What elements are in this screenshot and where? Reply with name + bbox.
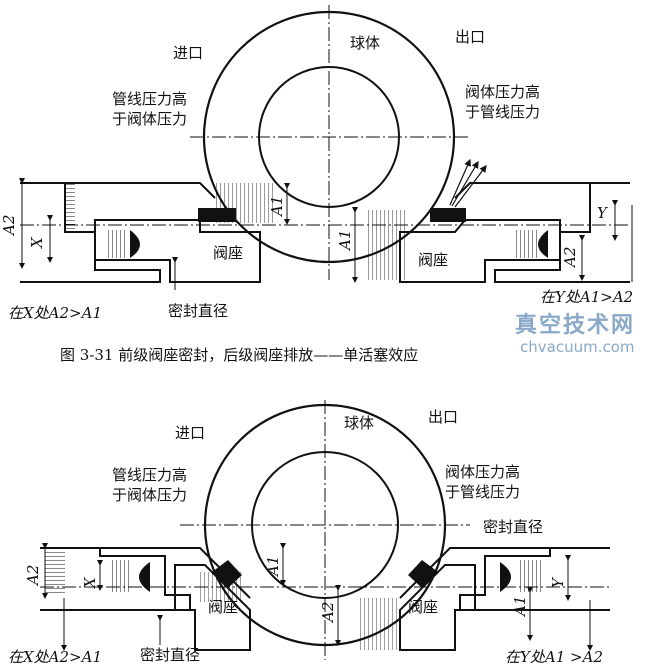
bottom-dim-y: Y (549, 576, 567, 588)
bottom-right-pressure-2: 于管线压力 (445, 483, 520, 501)
top-dim-a2-left: A2 (0, 215, 18, 237)
bottom-cond-left: 在X处A2>A1 (8, 648, 102, 666)
top-right-seat (399, 219, 561, 283)
bottom-dim-a1-right: A1 (511, 596, 529, 618)
top-left-pressure-2: 于阀体压力 (112, 110, 187, 128)
top-dim-x: X (28, 236, 46, 249)
bottom-ball-label: 球体 (344, 414, 374, 432)
bottom-right-pressure-1: 阀体压力高 (445, 463, 520, 481)
top-dim-a2-right: A2 (561, 247, 579, 269)
bottom-dim-a2-center: A2 (319, 602, 337, 624)
top-seat-left-label: 阀座 (213, 244, 243, 262)
top-seat-right-label: 阀座 (418, 251, 448, 269)
top-figure: 球体 进口 出口 管线压力高 于阀体压力 阀体压力高 于管线压力 阀座 阀座 密… (0, 5, 633, 322)
top-dim-a1-center: A1 (268, 196, 286, 218)
bottom-seal-diameter-right: 密封直径 (483, 518, 543, 536)
bottom-left-pressure-1: 管线压力高 (112, 466, 187, 484)
bottom-inlet-label: 进口 (175, 424, 205, 442)
top-cond-left: 在X处A2>A1 (8, 304, 102, 322)
top-dim-y: Y (597, 204, 609, 222)
bottom-seal-diameter-left: 密封直径 (140, 646, 200, 664)
figure-caption: 图 3-31 前级阀座密封，后级阀座排放——单活塞效应 (60, 346, 418, 364)
bottom-seat-left-label: 阀座 (208, 598, 238, 616)
top-left-seat (94, 219, 261, 283)
bottom-figure: 球体 进口 出口 管线压力高 于阀体压力 阀体压力高 于管线压力 阀座 阀座 密… (8, 400, 610, 666)
bottom-dim-a2-left: A2 (24, 565, 42, 587)
watermark-title: 真空技术网 (515, 312, 635, 338)
top-right-pressure-1: 阀体压力高 (465, 83, 540, 101)
bottom-left-pressure-2: 于阀体压力 (112, 486, 187, 504)
top-dim-a1-right: A1 (336, 230, 354, 252)
top-right-pressure-2: 于管线压力 (465, 103, 540, 121)
top-right-body (454, 182, 630, 283)
top-inlet-label: 进口 (173, 44, 203, 62)
top-outlet-label: 出口 (455, 28, 485, 46)
bottom-outlet-label: 出口 (428, 408, 458, 426)
bottom-dim-x: X (81, 576, 99, 589)
top-seal-diameter-label: 密封直径 (168, 302, 228, 320)
top-cond-right: 在Y处A1>A2 (540, 288, 633, 306)
bottom-dim-a1-center: A1 (264, 556, 282, 578)
watermark-url: chvacuum.com (520, 338, 635, 356)
top-left-pressure-1: 管线压力高 (112, 90, 187, 108)
bottom-seat-right-label: 阀座 (408, 598, 438, 616)
top-ball-label: 球体 (350, 34, 380, 52)
bottom-cond-right: 在Y处A1 >A2 (505, 648, 603, 666)
